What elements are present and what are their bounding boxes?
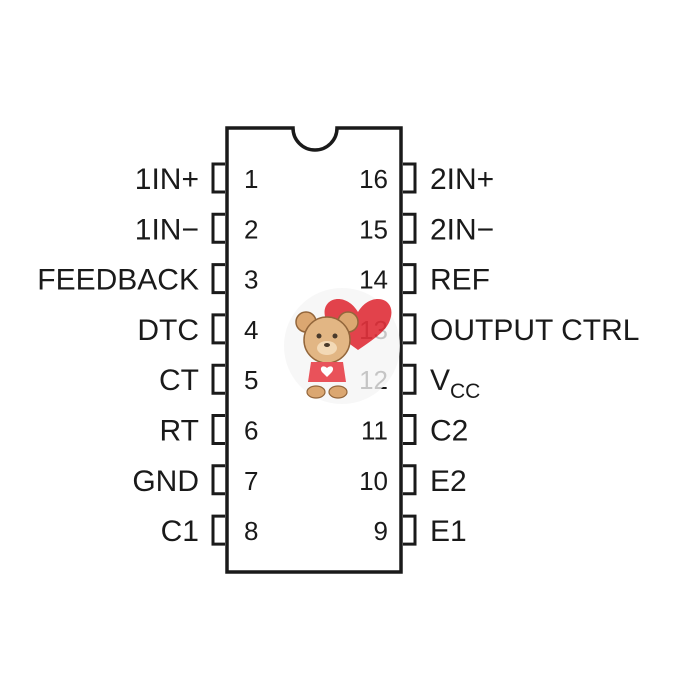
pin-lead <box>211 162 225 194</box>
pin-lead <box>211 464 225 496</box>
pin-lead <box>403 263 417 295</box>
pin-number: 8 <box>244 516 258 546</box>
left-pin-group: 1 1IN+ 2 1IN− 3 FEEDBACK 4 DTC 5 CT 6 RT 7 GND 8 C1 <box>37 162 258 548</box>
pin-label: E1 <box>430 515 467 548</box>
pin-label: RT <box>160 415 199 448</box>
pin-label: 2IN+ <box>430 163 494 196</box>
pin-label: GND <box>132 465 199 498</box>
pin-lead <box>211 212 225 244</box>
pin-lead <box>403 313 417 345</box>
pin-label: VCC <box>430 364 480 403</box>
pin-lead <box>403 414 417 445</box>
pin-label: 1IN− <box>135 213 199 246</box>
pin-number: 4 <box>244 315 258 345</box>
pin-label: E2 <box>430 465 467 498</box>
pin-number: 9 <box>374 516 388 546</box>
pin-number: 3 <box>244 265 258 295</box>
pin-lead <box>211 363 225 395</box>
pin-label: 1IN+ <box>135 163 199 196</box>
teddy-bear-heart-icon <box>284 288 400 404</box>
pin-lead <box>403 514 417 546</box>
pin-lead <box>211 313 225 345</box>
pin-lead <box>403 464 417 496</box>
pin-number: 11 <box>361 416 388 446</box>
pin-lead <box>403 212 417 244</box>
pin-label: FEEDBACK <box>37 264 199 297</box>
pin-number: 2 <box>244 214 258 244</box>
pin-lead <box>211 263 225 295</box>
pin-lead <box>211 414 225 445</box>
pin-label: 2IN− <box>430 213 494 246</box>
pin-label: DTC <box>137 314 199 347</box>
pin-label: C1 <box>161 515 199 548</box>
pin-number: 5 <box>244 365 258 395</box>
pin-number: 7 <box>244 466 258 496</box>
pin-number: 6 <box>244 416 258 446</box>
pin-number: 1 <box>244 164 258 194</box>
pin-label: OUTPUT CTRL <box>430 314 639 347</box>
pin-lead <box>403 162 417 194</box>
pin-number: 15 <box>359 214 388 244</box>
pin-lead <box>211 514 225 546</box>
pin-label: REF <box>430 264 490 297</box>
pin-lead <box>403 363 417 395</box>
pin-label: CT <box>159 364 199 397</box>
pin-label: C2 <box>430 415 468 448</box>
pin-number: 10 <box>359 466 388 496</box>
pin-number: 14 <box>359 265 388 295</box>
pin-number: 16 <box>359 164 388 194</box>
